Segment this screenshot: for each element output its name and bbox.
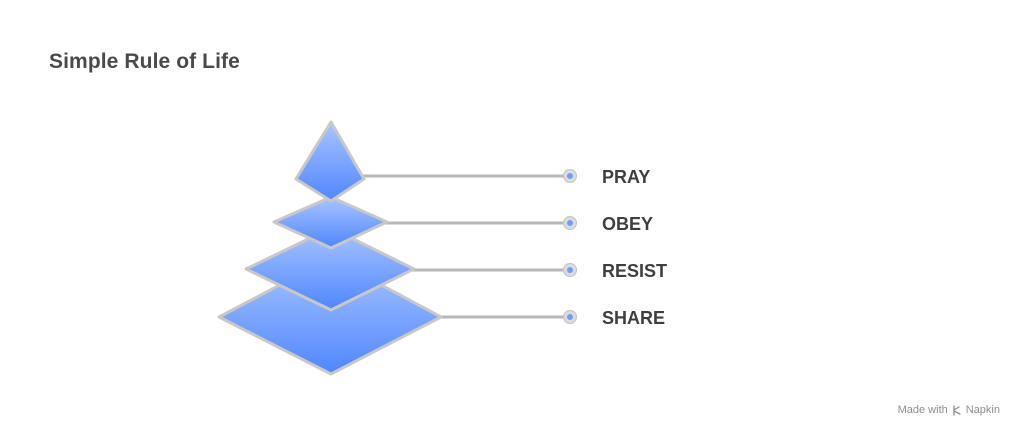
label-obey: OBEY	[602, 214, 653, 234]
connector-dot-obey	[563, 216, 577, 230]
napkin-icon	[953, 404, 961, 416]
label-share: SHARE	[602, 308, 665, 328]
label-resist: RESIST	[602, 261, 667, 281]
layer-share-shape	[217, 256, 443, 376]
napkin-brand-text: Napkin	[965, 404, 1000, 416]
layer-pray-shape	[294, 120, 366, 203]
connector-dot-share	[563, 310, 577, 324]
made-with-napkin-footer: Made with Napkin	[898, 404, 1000, 416]
page-title: Simple Rule of Life	[49, 50, 240, 73]
layer-resist-shape	[244, 226, 416, 312]
layer-obey-shape	[272, 195, 389, 250]
connector-dot-resist	[563, 263, 577, 277]
connector-dot-pray	[563, 169, 577, 183]
label-pray: PRAY	[602, 167, 650, 187]
made-with-text: Made with	[897, 404, 948, 416]
